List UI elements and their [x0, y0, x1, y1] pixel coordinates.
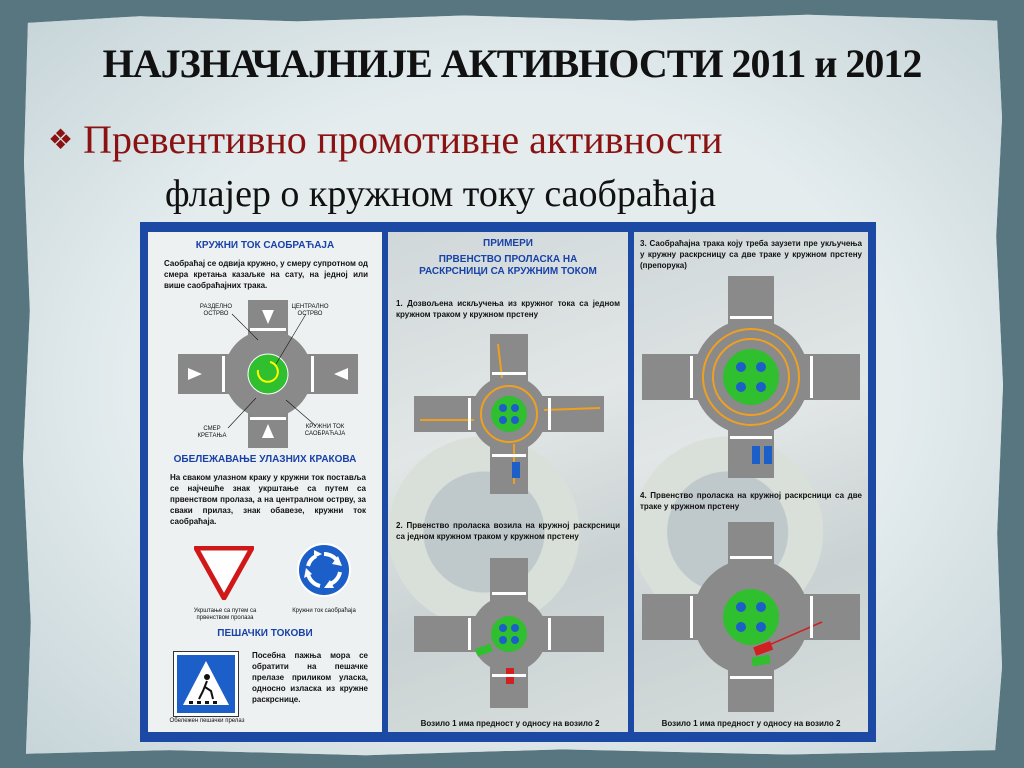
flyer-panel-right: 3. Саобраћајна трака коју треба заузети …	[634, 232, 868, 732]
example-4-caption: Возило 1 има предност у односу на возило…	[661, 719, 841, 728]
panel-heading: ПЕШАЧКИ ТОКОВИ	[217, 628, 313, 639]
flyer-panel-middle: ПРИМЕРИ ПРВЕНСТВО ПРОЛАСКА НА РАСКРСНИЦИ…	[388, 232, 628, 732]
roundabout-sign-caption: Кружни ток саобраћаја	[292, 608, 356, 614]
example-1-text: 1. Дозвољена искључења из кружног тока с…	[396, 299, 620, 319]
example-4-text: 4. Првенство пролаcка на кружној раскрсн…	[640, 491, 862, 511]
pedestrian-sign-caption: Обележен пешачки прелаз	[169, 718, 245, 724]
slide-title: НАЈЗНАЧАЈНИЈЕ АКТИВНОСТИ 2011 и 2012	[102, 41, 923, 86]
roundabout-diagram	[178, 300, 358, 448]
panel-text: Посебна пажња мора се обратити на пешачк…	[252, 651, 368, 704]
subtitle-text: Превентивно промотивне активности	[83, 117, 723, 162]
panel-text: На сваком улазном краку у кружни ток пос…	[170, 473, 366, 526]
label-splitter-island: РАЗДЕЛНО ОСТРВО	[199, 304, 233, 317]
flyer-image: КРУЖНИ ТОК САОБРАЋАЈА Саобраћај се одвиј…	[140, 222, 876, 742]
panel-text: Саобраћај се одвија кружно, у смеру супр…	[164, 259, 368, 290]
panel-heading: ПРИМЕРИ	[483, 238, 533, 249]
example-2-caption: Возило 1 има предност у односу на возило…	[420, 719, 600, 728]
roundabout-example-2	[414, 558, 604, 708]
example-3-text: 3. Саобраћајна трака коју треба заузети …	[640, 239, 862, 270]
roundabout-sign-icon	[297, 543, 351, 597]
yield-sign-icon	[194, 546, 254, 600]
panel-heading: ПРВЕНСТВО ПРОЛАСКА НА РАСКРСНИЦИ СА КРУЖ…	[419, 254, 597, 277]
slide-subtitle: ❖ Превентивно промотивне активности	[48, 116, 723, 163]
yield-sign-caption: Укрштање са путем са првенством пролаза	[193, 608, 257, 621]
pedestrian-crossing-sign-icon	[173, 651, 239, 717]
roundabout-example-1	[414, 334, 604, 494]
flyer-panel-left: КРУЖНИ ТОК САОБРАЋАЈА Саобраћај се одвиј…	[148, 232, 382, 732]
label-central-island: ЦЕНТРАЛНО ОСТРВО	[291, 304, 329, 317]
roundabout-example-3	[642, 276, 860, 478]
label-flow: КРУЖНИ ТОК САОБРАЋАЈА	[304, 424, 346, 437]
slide-subtitle-2: флајер о кружном току саобраћаја	[165, 173, 717, 215]
bullet-icon: ❖	[48, 125, 74, 156]
panel-heading: КРУЖНИ ТОК САОБРАЋАЈА	[195, 240, 335, 251]
label-direction: СМЕР КРЕТАЊА	[197, 426, 227, 439]
panel-heading: ОБЕЛЕЖАВАЊЕ УЛАЗНИХ КРАКОВА	[173, 454, 357, 465]
example-2-text: 2. Првенство пролаcка возила на кружној …	[396, 521, 620, 541]
roundabout-example-4	[642, 522, 860, 712]
